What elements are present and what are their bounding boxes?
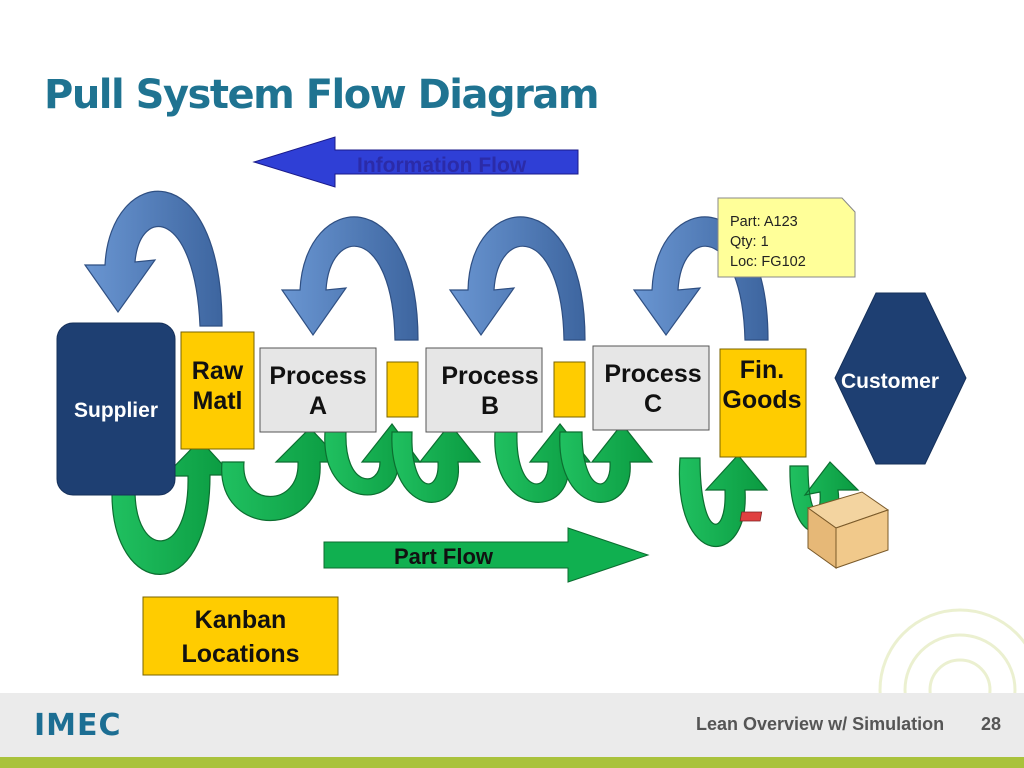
kanban-buffer-ab <box>386 361 419 418</box>
green-loop-6 <box>559 423 654 503</box>
process-b-line2: B <box>480 392 500 420</box>
part-flow-label: Part Flow <box>394 544 494 569</box>
fin-goods-shape <box>719 348 807 458</box>
raw-matl-shape <box>180 331 255 450</box>
fin-goods-line1: Fin. <box>739 356 785 384</box>
kanban-legend-line1: Kanban <box>194 606 287 634</box>
kanban-buffer-bc <box>553 361 586 418</box>
process-b-shape <box>425 347 543 433</box>
supplier-label: Supplier <box>73 399 158 422</box>
footer-stripe <box>0 757 1024 768</box>
process-b-label: Process B <box>432 361 548 421</box>
process-a-label: Process A <box>260 361 376 421</box>
process-c-line1: Process <box>604 360 702 388</box>
imec-logo: IMEC <box>34 708 122 743</box>
customer-label: Customer <box>840 370 940 393</box>
footer-bar <box>0 693 1024 757</box>
blue-loop-process-b <box>448 216 586 341</box>
process-c-line2: C <box>643 390 663 418</box>
customer-node-shape <box>834 292 967 465</box>
slide-title: Pull System Flow Diagram <box>44 72 600 118</box>
fin-goods-line2: Goods <box>722 386 802 414</box>
kanban-legend-label: Kanban Locations <box>143 603 338 671</box>
page-number: 28 <box>981 714 1002 734</box>
kanban-legend-shape <box>142 596 339 676</box>
raw-matl-line1: Raw <box>191 357 244 385</box>
raw-matl-line2: Matl <box>192 387 243 415</box>
process-a-line2: A <box>308 392 328 420</box>
blue-loop-supplier <box>83 190 223 327</box>
process-c-label: Process C <box>595 359 711 419</box>
kanban-card-loc: Loc: FG102 <box>730 254 806 270</box>
green-loop-customer <box>789 461 860 533</box>
information-flow-label: Information Flow <box>357 154 527 177</box>
green-loop-1 <box>111 439 234 575</box>
kanban-card-shape <box>717 197 856 278</box>
kanban-legend-line2: Locations <box>181 640 300 668</box>
raw-matl-label: Raw Matl <box>181 356 254 416</box>
process-a-line1: Process <box>269 362 367 390</box>
supplier-node-shape <box>56 322 176 496</box>
kanban-card-part: Part: A123 <box>730 214 798 230</box>
process-a-shape <box>259 347 377 433</box>
kanban-card-qty: Qty: 1 <box>730 234 769 250</box>
blue-loop-process-a <box>280 216 419 341</box>
part-flow-arrow <box>323 527 650 583</box>
green-loop-4 <box>391 423 482 503</box>
green-loop-7 <box>678 454 769 548</box>
footer-text: Lean Overview w/ Simulation <box>696 714 945 734</box>
package-box-icon <box>739 491 890 569</box>
kanban-card: Part: A123 Qty: 1 Loc: FG102 <box>730 212 806 272</box>
process-b-line1: Process <box>441 362 539 390</box>
fin-goods-label: Fin. Goods <box>712 355 812 415</box>
information-flow-arrow <box>252 136 579 188</box>
process-c-shape <box>592 345 710 431</box>
